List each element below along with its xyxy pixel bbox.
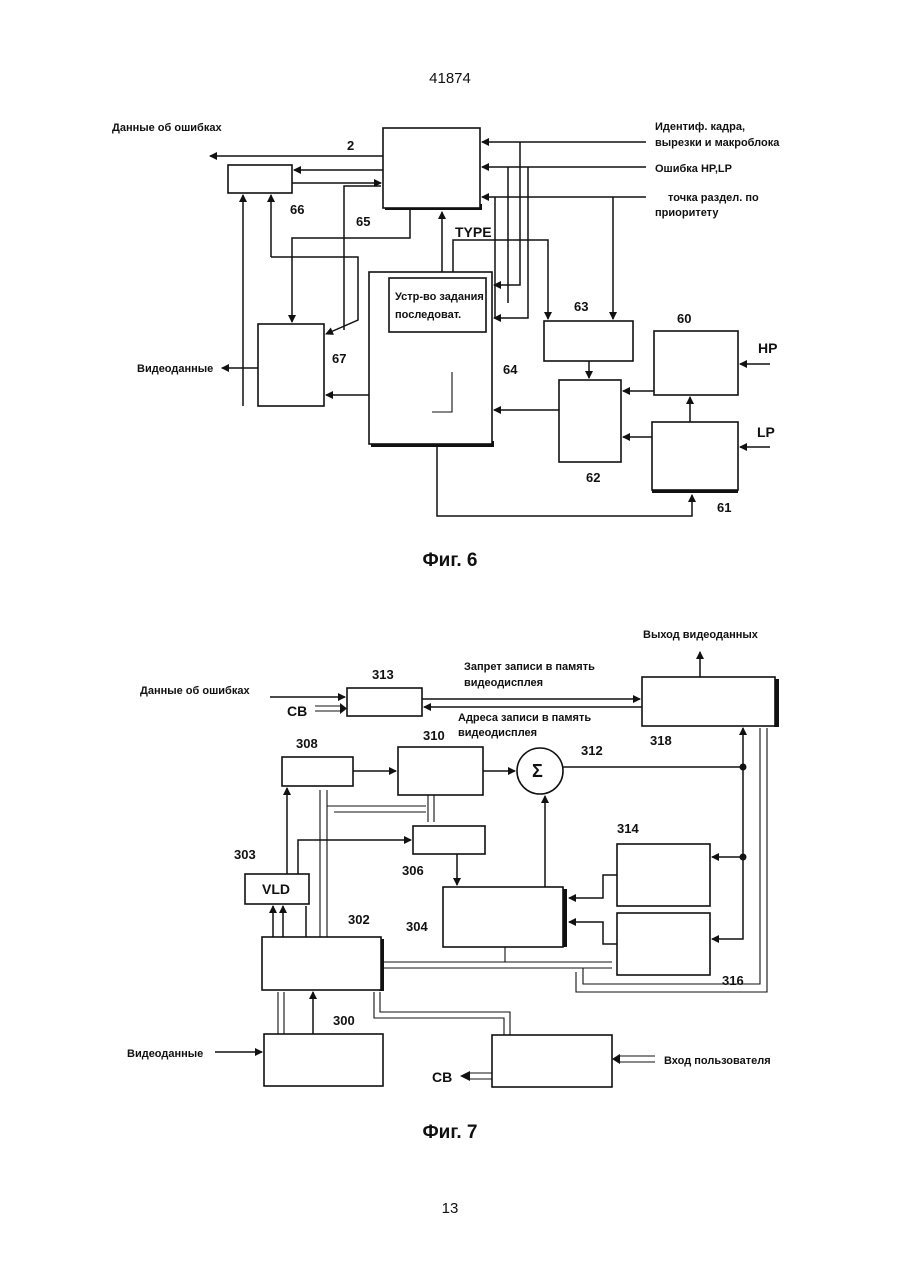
fig6-num-63: 63 xyxy=(574,299,588,314)
block-65 xyxy=(383,128,482,210)
page-number: 13 xyxy=(0,1200,900,1217)
figure-7-caption: Фиг. 7 xyxy=(0,1122,900,1144)
fig6-num-62: 62 xyxy=(586,470,600,485)
fig6-hp-label: HP xyxy=(758,340,777,356)
figure-6: Данные об ошибках Идентиф. кадра, вырезк… xyxy=(112,121,780,516)
block-308 xyxy=(282,757,353,786)
block-66 xyxy=(228,165,292,193)
fig7-cb-in-label: CB xyxy=(287,703,307,719)
block-314 xyxy=(617,844,710,906)
fig6-video-data-label: Видеоданные xyxy=(137,363,213,375)
fig6-lp-label: LP xyxy=(757,424,775,440)
block-60 xyxy=(654,331,738,395)
fig7-cb-out-label: CB xyxy=(432,1069,452,1085)
sigma-label: Σ xyxy=(532,761,543,781)
block-306 xyxy=(413,826,485,854)
block-304 xyxy=(443,887,567,947)
block-318 xyxy=(642,677,779,727)
block-300 xyxy=(264,1034,383,1086)
vld-label: VLD xyxy=(262,881,290,897)
fig6-split-label-1: точка раздел. по xyxy=(668,192,759,204)
fig6-error-data-label: Данные об ошибках xyxy=(112,122,222,134)
fig7-video-data-label: Видеоданные xyxy=(127,1048,203,1060)
fig7-num-318: 318 xyxy=(650,733,672,748)
fig6-seq-label-2: последоват. xyxy=(395,309,461,321)
fig6-num-61: 61 xyxy=(717,500,731,515)
fig6-split-label-2: приоритету xyxy=(655,207,719,219)
fig7-num-316: 316 xyxy=(722,973,744,988)
block-user-input xyxy=(492,1035,612,1087)
fig6-num-60: 60 xyxy=(677,311,691,326)
fig7-num-302: 302 xyxy=(348,912,370,927)
fig7-user-input-label: Вход пользователя xyxy=(664,1055,771,1067)
fig7-num-310: 310 xyxy=(423,728,445,743)
fig7-write-ban-label-1: Запрет записи в память xyxy=(464,661,595,673)
fig7-video-out-label: Выход видеоданных xyxy=(643,629,759,641)
block-61 xyxy=(652,422,738,493)
fig6-type-label: TYPE xyxy=(455,224,492,240)
block-62 xyxy=(559,380,621,462)
fig6-ident-label-1: Идентиф. кадра, xyxy=(655,121,745,133)
fig6-num-2: 2 xyxy=(347,138,354,153)
figure-7: Выход видеоданных Данные об ошибках CB З… xyxy=(127,629,779,1087)
fig7-num-303: 303 xyxy=(234,847,256,862)
block-310 xyxy=(398,747,483,795)
fig6-num-67: 67 xyxy=(332,351,346,366)
block-302 xyxy=(262,937,384,991)
fig7-num-313: 313 xyxy=(372,667,394,682)
fig6-num-66: 66 xyxy=(290,202,304,217)
fig7-write-addr-label-2: видеодисплея xyxy=(458,727,537,739)
fig6-ident-label-2: вырезки и макроблока xyxy=(655,137,780,149)
block-63 xyxy=(544,321,633,361)
fig7-num-308: 308 xyxy=(296,736,318,751)
fig7-num-306: 306 xyxy=(402,863,424,878)
fig6-num-64: 64 xyxy=(503,362,518,377)
fig7-num-304: 304 xyxy=(406,919,428,934)
figure-6-caption: Фиг. 6 xyxy=(0,550,900,572)
fig7-num-300: 300 xyxy=(333,1013,355,1028)
fig7-error-data-label: Данные об ошибках xyxy=(140,685,250,697)
fig7-write-addr-label-1: Адреса записи в память xyxy=(458,712,591,724)
fig7-num-314: 314 xyxy=(617,821,639,836)
fig6-seq-label-1: Устр-во задания xyxy=(395,291,484,303)
block-67 xyxy=(258,324,324,406)
fig7-num-312: 312 xyxy=(581,743,603,758)
block-316 xyxy=(617,913,710,975)
block-313 xyxy=(347,688,422,716)
fig7-write-ban-label-2: видеодисплея xyxy=(464,677,543,689)
fig6-num-65: 65 xyxy=(356,214,370,229)
fig6-error-hp-lp-label: Ошибка HP,LP xyxy=(655,163,732,175)
